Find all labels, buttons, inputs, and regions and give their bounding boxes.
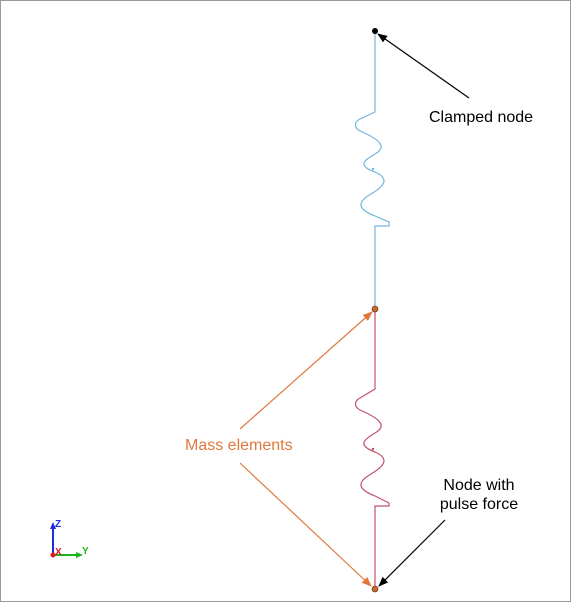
lower-spring-midpoint (371, 447, 375, 451)
clamped-node (372, 28, 378, 34)
x-axis-origin (50, 552, 56, 558)
pulse-node-arrow (378, 519, 446, 587)
pulse-node-label: Node with pulse force (421, 476, 537, 514)
z-axis-label: Z (55, 519, 62, 530)
pulse-node-label-line2: pulse force (439, 496, 519, 513)
upper-spring-midpoint (371, 167, 375, 171)
clamped-node-label: Clamped node (429, 109, 534, 126)
z-axis-arrowhead (50, 522, 56, 529)
pulse-node-label-line1: Node with (443, 477, 515, 494)
mass-arrow-upper (239, 311, 373, 430)
mass-arrow-lower (239, 462, 372, 587)
x-axis-label: X (55, 547, 62, 558)
clamped-node-arrow (377, 33, 470, 99)
y-axis-arrowhead (76, 552, 83, 558)
mass-node-bottom (371, 585, 379, 593)
coordinate-triad (50, 522, 83, 558)
upper-spring (354, 31, 390, 309)
mass-elements-label: Mass elements (185, 437, 293, 454)
lower-spring (354, 309, 390, 589)
mass-node-middle (371, 305, 379, 313)
y-axis-label: Y (82, 546, 89, 557)
